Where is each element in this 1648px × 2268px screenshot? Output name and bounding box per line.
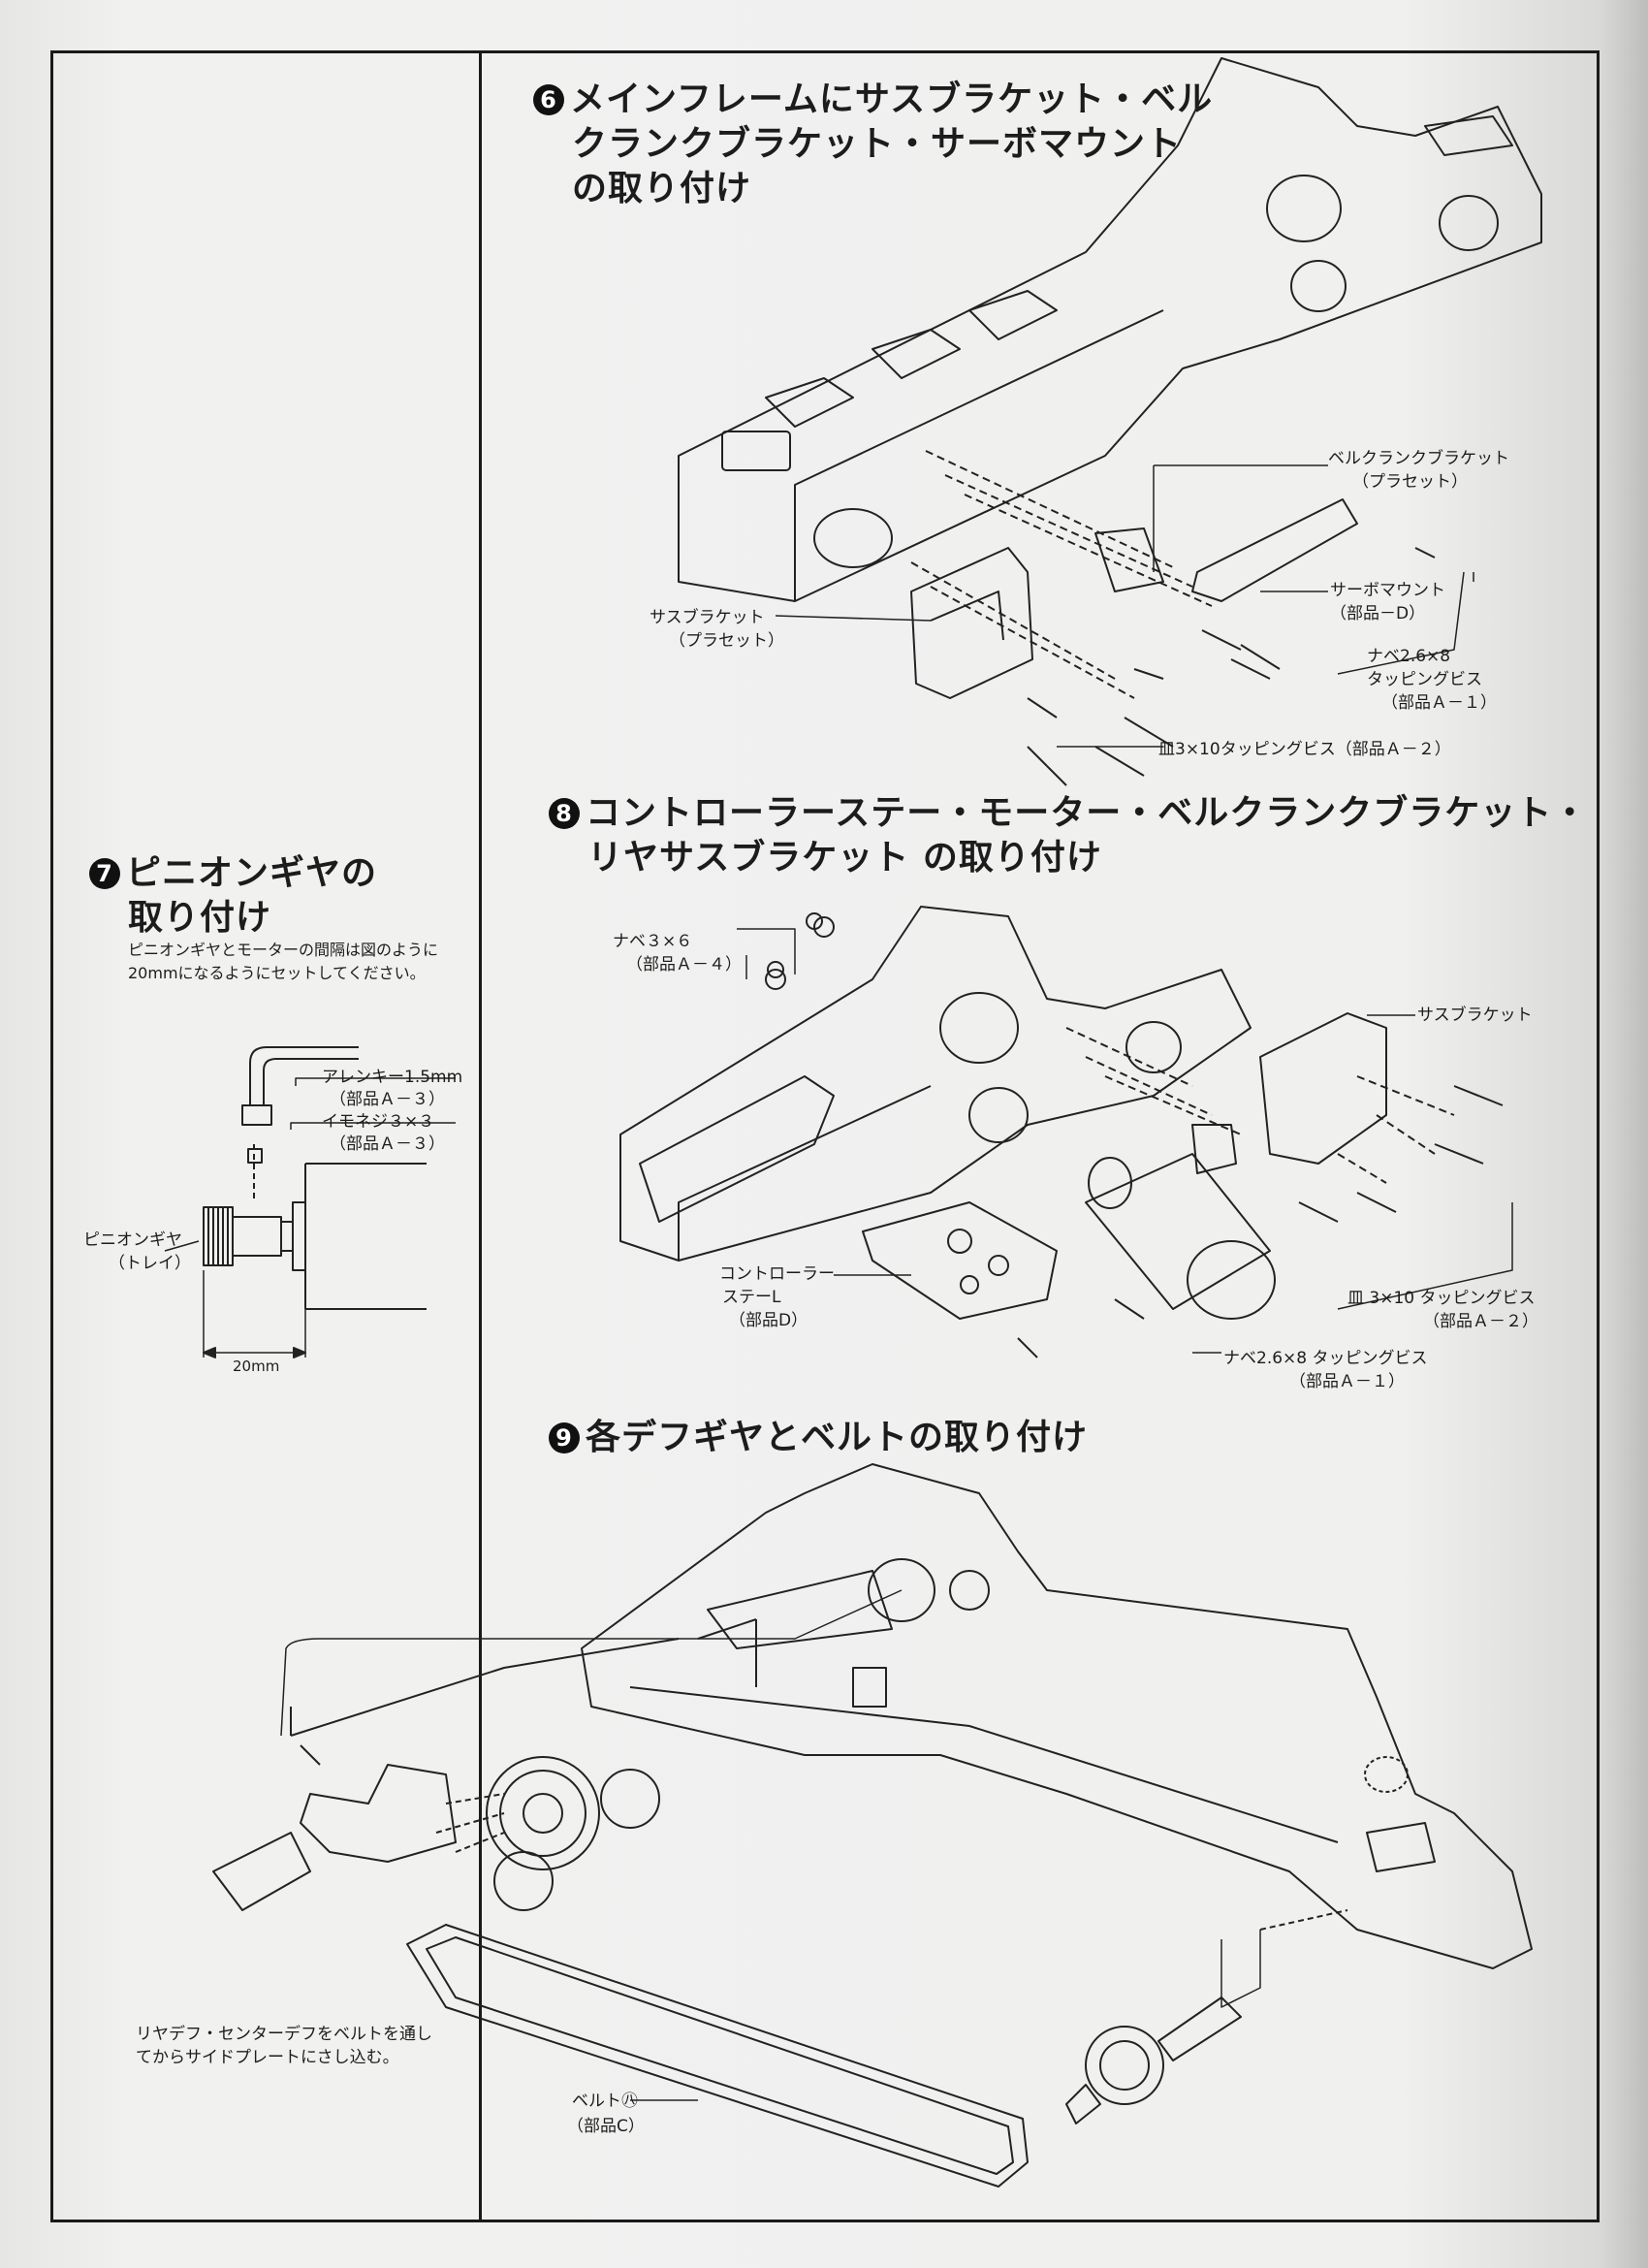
label-set-screw-part: （部品Ａ－３） — [330, 1134, 445, 1154]
diagram-7-pinion — [164, 1046, 456, 1358]
label-bellcrank-bracket-part: （プラセット） — [1352, 472, 1468, 492]
step-9-note: リヤデフ・センターデフをベルトを通してからサイドプレートにさし込む。 — [136, 2025, 432, 2067]
step-6-number: 6 — [533, 84, 564, 115]
label-servo-mount: サーボマウント — [1330, 581, 1445, 600]
diagram-8-leaders — [737, 928, 1513, 1354]
diagram-8-frame — [619, 906, 1504, 1358]
step-8-title-line-2: リヤサスブラケット の取り付け — [587, 838, 1102, 878]
step-6-title-line-3: の取り付け — [572, 169, 752, 208]
label-sara-3x10-part: （部品Ａ－２） — [1423, 1312, 1538, 1331]
step-7-title-line-2: 取り付け — [128, 898, 272, 938]
step-6-title-line-2: クランクブラケット・サーボマウント — [572, 124, 1183, 164]
label-pinion-gear-tray: （トレイ） — [109, 1254, 191, 1273]
label-sara-3x10: 皿 3×10 タッピングビス — [1347, 1289, 1536, 1308]
label-allen-key-part: （部品Ａ－３） — [330, 1090, 445, 1109]
label-belt-part: （部品C） — [567, 2117, 645, 2136]
diagram-9-leaders — [280, 1589, 903, 2101]
page-frame — [50, 50, 1600, 2222]
label-nabe-26x8: ナベ2.6×8 タッピングビス — [1223, 1349, 1428, 1368]
step-9-title-line-1: 各デフギヤとベルトの取り付け — [586, 1418, 1089, 1457]
label-screw-a1-part: （部品Ａ－１） — [1381, 693, 1497, 713]
label-screw-a1-size: ナベ2.6×8 — [1367, 647, 1451, 666]
step-8-title-line-1: コントローラーステー・モーター・ベルクランクブラケット・ — [586, 793, 1589, 833]
label-susp-bracket-8: サスブラケット — [1417, 1006, 1533, 1025]
label-controller-stay-part: （部品D） — [729, 1311, 808, 1330]
label-controller-stay-l: ステーL — [722, 1288, 781, 1307]
label-set-screw: イモネジ３×３ — [322, 1112, 435, 1132]
label-susp-bracket-6-part: （プラセット） — [669, 631, 784, 651]
label-bellcrank-bracket: ベルクランクブラケット — [1328, 449, 1509, 468]
label-nabe-3x6: ナベ３×６ — [613, 932, 693, 951]
label-screw-a1-type: タッピングビス — [1367, 670, 1482, 689]
label-distance-20mm: 20mm — [233, 1358, 280, 1375]
step-7-description: ピニオンギヤとモーターの間隔は図のように20mmになるようにセットしてください。 — [128, 941, 439, 982]
diagram-6-main-frame — [678, 57, 1542, 786]
step-8-number: 8 — [549, 798, 580, 829]
label-nabe-26x8-part: （部品Ａ－１） — [1289, 1372, 1405, 1391]
label-susp-bracket-6: サスブラケット — [650, 608, 765, 627]
label-allen-key: アレンキー1.5mm — [322, 1068, 463, 1087]
label-servo-mount-part: （部品－D） — [1330, 604, 1426, 623]
label-screw-a2: 皿3×10タッピングビス（部品Ａ－２） — [1158, 740, 1451, 759]
step-9-number: 9 — [549, 1422, 580, 1453]
step-7-number: 7 — [89, 858, 120, 889]
label-belt: ベルト㊇ — [572, 2092, 638, 2111]
column-divider — [479, 50, 482, 2222]
step-6-title-line-1: メインフレームにサスブラケット・ベル — [570, 80, 1214, 119]
step-7-title-line-1: ピニオンギヤの — [126, 853, 378, 893]
diagram-9-frame — [212, 1463, 1533, 2188]
label-pinion-gear: ピニオンギヤ — [83, 1230, 182, 1250]
label-controller-stay: コントローラー — [719, 1264, 835, 1284]
diagram-6-leaders — [775, 464, 1474, 748]
label-nabe-3x6-part: （部品Ａ－４） — [626, 955, 742, 974]
